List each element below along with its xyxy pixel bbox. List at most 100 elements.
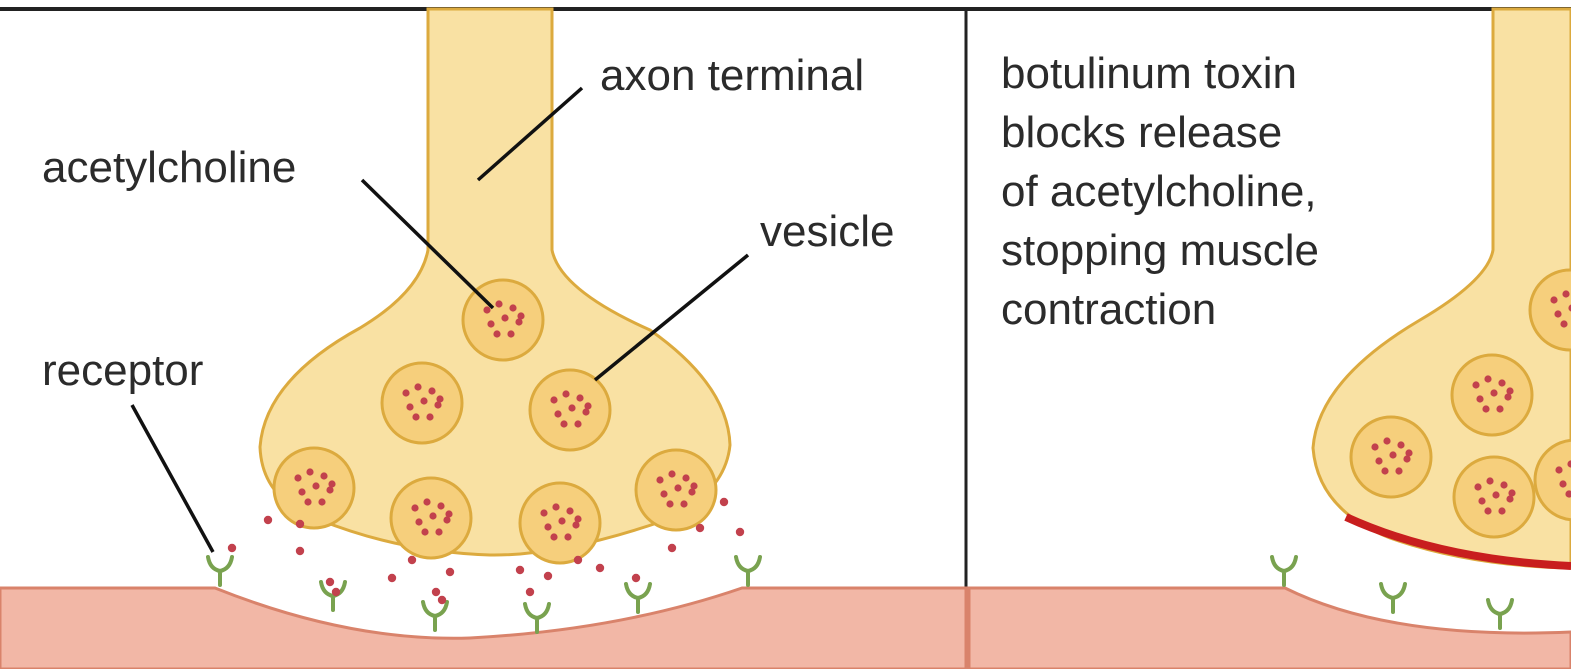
- acetylcholine-molecule: [1389, 451, 1396, 458]
- vesicle: [391, 478, 471, 558]
- vesicle: [636, 450, 716, 530]
- acetylcholine-molecule: [509, 304, 516, 311]
- acetylcholine-molecule: [402, 389, 409, 396]
- acetylcholine-molecule: [304, 498, 311, 505]
- acetylcholine-molecule: [564, 533, 571, 540]
- acetylcholine-molecule: [1498, 379, 1505, 386]
- acetylcholine-molecule: [526, 588, 534, 596]
- receptor: [1488, 600, 1512, 628]
- acetylcholine-molecule: [294, 474, 301, 481]
- acetylcholine-label: acetylcholine: [42, 143, 296, 192]
- acetylcholine-molecule: [666, 500, 673, 507]
- acetylcholine-molecule: [436, 395, 443, 402]
- acetylcholine-molecule: [428, 387, 435, 394]
- acetylcholine-molecule: [228, 544, 236, 552]
- axon-terminal-label: axon terminal: [600, 51, 864, 100]
- acetylcholine-molecule: [550, 533, 557, 540]
- acetylcholine-molecule: [296, 547, 304, 555]
- toxin-caption-line: of acetylcholine,: [1001, 167, 1317, 216]
- acetylcholine-molecule: [660, 490, 667, 497]
- acetylcholine-molecule: [421, 528, 428, 535]
- acetylcholine-molecule: [487, 320, 494, 327]
- toxin-caption: botulinum toxin blocks release of acetyl…: [1001, 49, 1331, 334]
- acetylcholine-molecule: [483, 306, 490, 313]
- vesicle: [530, 370, 610, 450]
- acetylcholine-molecule: [720, 498, 728, 506]
- acetylcholine-molecule: [1474, 483, 1481, 490]
- acetylcholine-molecule: [1500, 481, 1507, 488]
- toxin-caption-line: blocks release: [1001, 108, 1282, 157]
- acetylcholine-molecule: [1496, 405, 1503, 412]
- acetylcholine-molecule: [1498, 507, 1505, 514]
- acetylcholine-molecule: [1550, 296, 1557, 303]
- acetylcholine-molecule: [544, 572, 552, 580]
- acetylcholine-molecule: [1482, 405, 1489, 412]
- toxin-caption-line: contraction: [1001, 285, 1216, 334]
- acetylcholine-molecule: [435, 528, 442, 535]
- acetylcholine-molecule: [516, 566, 524, 574]
- acetylcholine-molecule: [668, 470, 675, 477]
- acetylcholine-molecule: [574, 420, 581, 427]
- acetylcholine-molecule: [429, 512, 436, 519]
- acetylcholine-molecule: [408, 556, 416, 564]
- acetylcholine-molecule: [682, 474, 689, 481]
- acetylcholine-molecule: [1554, 310, 1561, 317]
- acetylcholine-molecule: [1492, 491, 1499, 498]
- acetylcholine-molecule: [1506, 387, 1513, 394]
- acetylcholine-molecule: [554, 410, 561, 417]
- vesicle: [520, 483, 600, 563]
- acetylcholine-molecule: [445, 510, 452, 517]
- acetylcholine-molecule: [501, 314, 508, 321]
- acetylcholine-molecule: [296, 520, 304, 528]
- acetylcholine-molecule: [423, 498, 430, 505]
- toxin-caption-line: stopping muscle: [1001, 226, 1319, 275]
- receptor: [321, 582, 345, 610]
- acetylcholine-molecule: [328, 480, 335, 487]
- acetylcholine-molecule: [388, 574, 396, 582]
- acetylcholine-molecule: [1476, 395, 1483, 402]
- acetylcholine-molecule: [690, 482, 697, 489]
- acetylcholine-molecule: [332, 588, 340, 596]
- receptor-leader: [132, 405, 213, 552]
- acetylcholine-molecule: [1486, 477, 1493, 484]
- receptor: [626, 584, 650, 612]
- acetylcholine-molecule: [264, 516, 272, 524]
- acetylcholine-molecule: [1490, 389, 1497, 396]
- acetylcholine-molecule: [1405, 449, 1412, 456]
- acetylcholine-molecule: [596, 564, 604, 572]
- normal-junction-panel: axon terminal acetylcholine vesicle rece…: [0, 9, 966, 669]
- acetylcholine-molecule: [544, 523, 551, 530]
- acetylcholine-molecule: [584, 402, 591, 409]
- acetylcholine-molecule: [1478, 497, 1485, 504]
- acetylcholine-molecule: [674, 484, 681, 491]
- acetylcholine-molecule: [446, 568, 454, 576]
- acetylcholine-molecule: [566, 507, 573, 514]
- acetylcholine-molecule: [298, 488, 305, 495]
- acetylcholine-molecule: [507, 330, 514, 337]
- acetylcholine-molecule: [318, 498, 325, 505]
- acetylcholine-molecule: [1562, 290, 1569, 297]
- toxin-junction-panel: botulinum toxin blocks release of acetyl…: [969, 9, 1571, 669]
- acetylcholine-molecule: [1472, 381, 1479, 388]
- receptor: [1381, 584, 1405, 612]
- acetylcholine-molecule: [736, 528, 744, 536]
- acetylcholine-molecule: [412, 413, 419, 420]
- receptor: [423, 602, 447, 630]
- acetylcholine-molecule: [558, 517, 565, 524]
- acetylcholine-molecule: [1508, 489, 1515, 496]
- acetylcholine-molecule: [420, 397, 427, 404]
- acetylcholine-molecule: [1484, 507, 1491, 514]
- acetylcholine-molecule: [668, 544, 676, 552]
- acetylcholine-molecule: [432, 588, 440, 596]
- receptor: [736, 557, 760, 585]
- acetylcholine-molecule: [568, 404, 575, 411]
- acetylcholine-molecule: [540, 509, 547, 516]
- receptor-label: receptor: [42, 346, 203, 395]
- acetylcholine-molecule: [326, 578, 334, 586]
- acetylcholine-molecule: [1383, 437, 1390, 444]
- acetylcholine-molecule: [437, 502, 444, 509]
- vesicle: [1351, 417, 1431, 497]
- acetylcholine-molecule: [1371, 443, 1378, 450]
- acetylcholine-molecule: [552, 503, 559, 510]
